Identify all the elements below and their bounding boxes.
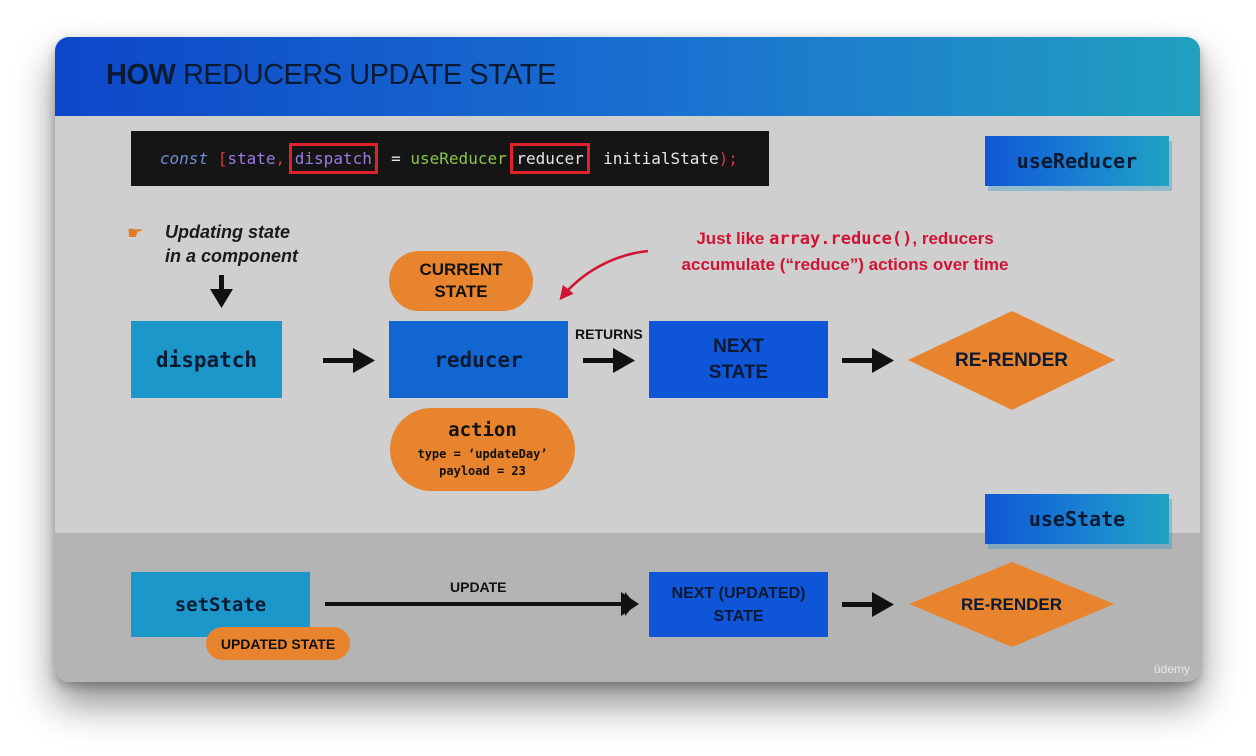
- code-paren-close: );: [718, 149, 738, 168]
- red-note-code: array.reduce(): [769, 229, 913, 249]
- red-note-line2-bold: actions over time: [868, 255, 1009, 274]
- pointing-hand-icon: ☛: [127, 223, 144, 243]
- next-state-line1: NEXT: [713, 335, 764, 357]
- arrow-reducer-to-next-state: [583, 348, 635, 373]
- next-updated-state-box: NEXT (UPDATED) STATE: [649, 572, 828, 637]
- code-reducer-highlight: reducer: [510, 143, 590, 174]
- arrow-dispatch-to-reducer: [323, 348, 375, 373]
- action-pill: action type = ‘updateDay’ payload = 23: [390, 408, 575, 491]
- updated-state-pill: UPDATED STATE: [206, 627, 350, 660]
- arrow-update: [325, 592, 639, 616]
- code-comma-2: ,: [583, 149, 604, 168]
- code-paren-open: (: [506, 149, 517, 168]
- code-bracket-close: ]: [371, 149, 382, 168]
- updating-note-line1: Updating state: [165, 222, 291, 242]
- action-type: type = ‘updateDay’: [417, 447, 548, 461]
- next-state-box: NEXT STATE: [649, 321, 828, 398]
- tag-usereducer: useReducer: [985, 136, 1169, 186]
- arrow-next-updated-to-rerender: [842, 592, 894, 617]
- udemy-watermark: ūdemy: [1153, 662, 1190, 676]
- code-line: const [state, dispatch] = useReducer(red…: [131, 131, 769, 186]
- header-band: [55, 37, 1200, 116]
- down-arrow-icon: [210, 275, 233, 308]
- code-bracket-open: [: [208, 149, 228, 168]
- code-comma: ,: [275, 149, 295, 168]
- rerender-diamond-2: RE-RENDER: [960, 594, 1063, 614]
- next-updated-line1: NEXT (UPDATED): [671, 584, 806, 602]
- code-equals: =: [381, 149, 411, 168]
- current-state-line2: STATE: [434, 282, 488, 301]
- rerender-diamond-shape-2: [909, 562, 1114, 647]
- title-rest: REDUCERS UPDATE STATE: [182, 59, 557, 91]
- returns-label: RETURNS: [575, 326, 643, 342]
- rerender-diamond-shape: [908, 311, 1115, 410]
- diagram-arrows: [210, 249, 1115, 647]
- red-note-line2-plain: accumulate (“reduce”): [681, 255, 869, 274]
- updating-note: Updating state in a component: [165, 220, 298, 268]
- current-state-pill: CURRENT STATE: [389, 251, 533, 311]
- dispatch-box: dispatch: [131, 321, 282, 398]
- red-note-part2: , reducers: [912, 229, 994, 248]
- red-curved-arrow: [559, 249, 649, 301]
- code-usereducer: useReducer: [410, 149, 507, 168]
- code-state: state: [227, 149, 276, 168]
- setstate-box: setState: [131, 572, 310, 637]
- reducer-box: reducer: [389, 321, 568, 398]
- next-updated-line2: STATE: [713, 607, 764, 625]
- tag-usestate: useState: [985, 494, 1169, 544]
- title-bold: HOW: [106, 59, 176, 91]
- code-dispatch-highlight: dispatch: [288, 143, 378, 174]
- rerender-diamond: RE-RENDER: [955, 349, 1068, 371]
- action-title: action: [448, 419, 517, 441]
- slide: HOW REDUCERS UPDATE STATE const [state, …: [55, 37, 1200, 682]
- slide-title: HOW REDUCERS UPDATE STATE: [106, 59, 556, 92]
- action-payload: payload = 23: [439, 464, 526, 478]
- update-label: UPDATE: [450, 579, 507, 595]
- reduce-analogy-note: Just like array.reduce(), reducers accum…: [645, 226, 1045, 277]
- red-note-part1: Just like: [696, 229, 770, 248]
- updating-note-line2: in a component: [165, 246, 299, 266]
- arrow-next-state-to-rerender: [842, 348, 894, 373]
- code-initialstate: initialState: [603, 149, 719, 168]
- next-state-line2: STATE: [708, 361, 769, 383]
- code-const: const: [159, 149, 209, 168]
- current-state-line1: CURRENT: [419, 260, 503, 279]
